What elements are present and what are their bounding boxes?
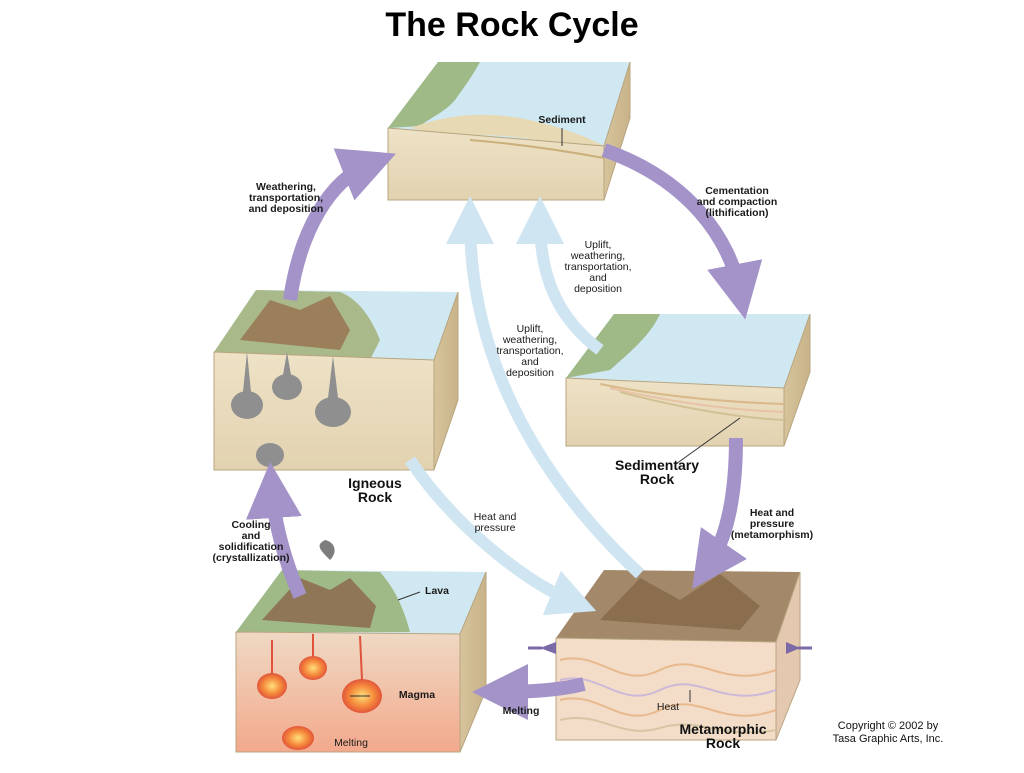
label-melting-bottom: Melting [334,737,368,749]
arrow-metamorphism [692,437,747,590]
label-heat: Heat [656,701,680,713]
arrow-melting [472,663,586,720]
top-sediment-block [387,61,631,201]
arrow-uplift-sedimentary [516,196,604,355]
sedimentary-block [565,313,811,465]
label-sedimentary-rock: Sedimentary Rock [614,457,700,487]
arrow-uplift-metamorphic [446,196,645,579]
igneous-block-side [433,291,459,471]
process-arrows [245,143,763,720]
label-cementation: Cementation and compaction (lithificatio… [696,185,778,219]
label-igneous-rock: Igneous Rock [348,475,402,505]
arrow-cooling [245,462,307,599]
label-melting-arrow: Melting [502,705,540,717]
magma-block [235,540,487,753]
label-sediment: Sediment [538,114,586,126]
label-weathering: Weathering, transportation, and depositi… [248,181,324,215]
label-magma: Magma [398,689,436,701]
label-heat-pressure: Heat and pressure [473,511,517,534]
label-metamorphism: Heat and pressure (metamorphism) [730,507,814,541]
label-cooling: Cooling and solidification (crystallizat… [212,519,290,564]
copyright-notice: Copyright © 2002 by Tasa Graphic Arts, I… [832,720,944,745]
metamorphic-block-side [775,571,801,741]
label-uplift-right: Uplift, weathering, transportation, and … [564,239,632,295]
top-block-side [603,61,631,201]
leader-lines [350,591,691,702]
label-metamorphic-rock: Metamorphic Rock [679,721,767,751]
label-lava: Lava [425,585,449,597]
page-title: The Rock Cycle [385,6,639,44]
metamorphic-foliation [559,657,777,734]
arrow-weathering [283,148,396,301]
igneous-block [213,290,459,471]
arrow-heat-pressure-igneous [405,456,597,616]
arrow-cementation [601,143,763,320]
sedimentary-block-side [783,313,811,447]
sedimentary-block-front [565,377,785,447]
igneous-intrusions [231,352,351,467]
sedimentary-layers [599,383,785,421]
label-uplift-center: Uplift, weathering, transportation, and … [496,323,564,379]
